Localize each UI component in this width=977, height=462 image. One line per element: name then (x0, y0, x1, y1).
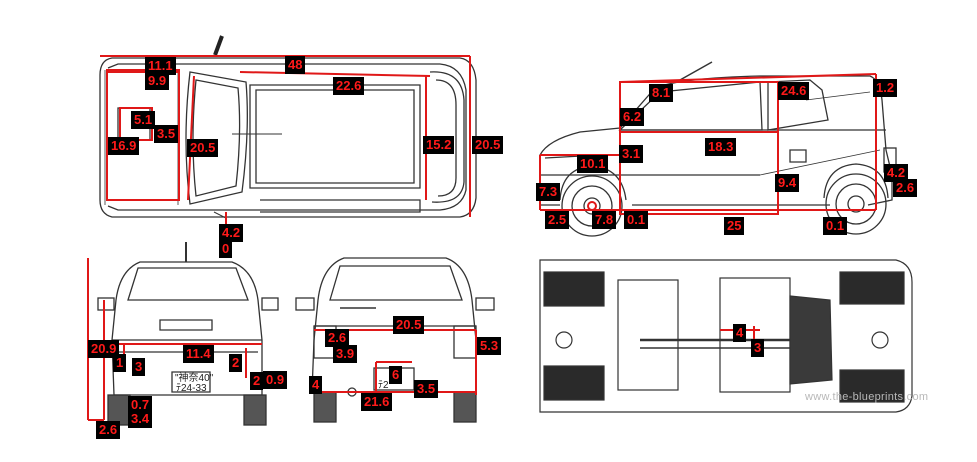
front-plate-fragment: ﾃ2 (378, 380, 389, 391)
dim-label: 2.6 (325, 329, 350, 347)
dim-label: 3.1 (619, 145, 644, 163)
dim-label: 3.5 (154, 125, 179, 143)
dim-label: 0.7 (128, 396, 153, 414)
dim-label: 20.5 (472, 136, 504, 154)
dim-label: 24.6 (778, 82, 810, 100)
dim-label: 9.9 (145, 72, 170, 90)
dim-label: 1.2 (873, 79, 898, 97)
dim-label: 8.1 (649, 84, 674, 102)
rear-plate-bottom: ﾃ24-33 (176, 383, 207, 394)
dim-label: 20.5 (187, 139, 219, 157)
rear-view-drawing (97, 242, 279, 426)
dim-label: 7.8 (592, 211, 617, 229)
watermark: www.the-blueprints.com (805, 391, 929, 403)
dim-label: 10.1 (577, 155, 609, 173)
dim-label: 15.2 (423, 136, 455, 154)
dim-label: 3 (132, 358, 146, 376)
rear-plate-top: "神奈40" (175, 371, 214, 384)
dim-label: 0 (219, 240, 233, 258)
dim-label: 48 (285, 56, 306, 74)
dim-label: 4.2 (219, 224, 244, 242)
dim-label: 3 (751, 339, 765, 357)
dim-label: 2 (229, 354, 243, 372)
dim-label: 11.4 (183, 345, 214, 363)
dim-label: 11.1 (145, 57, 176, 75)
dim-label: 20.9 (88, 340, 120, 358)
dim-label: 9.4 (775, 174, 800, 192)
dim-label: 18.3 (705, 138, 737, 156)
dim-label: 25 (724, 217, 745, 235)
dim-label: 1 (113, 354, 127, 372)
dim-label: 2.6 (893, 179, 918, 197)
dim-label: 7.3 (536, 183, 561, 201)
dim-label: 3.4 (128, 410, 153, 428)
dim-label: 2.6 (96, 421, 121, 439)
dim-label: 5.1 (131, 111, 156, 129)
dim-label: 0.1 (823, 217, 848, 235)
dim-label: 0.1 (624, 211, 649, 229)
dim-label: 0.9 (263, 371, 288, 389)
dim-label: 16.9 (108, 137, 140, 155)
dim-label: 6.2 (620, 108, 645, 126)
bottom-view-drawing (539, 259, 913, 413)
dim-label: 6 (389, 366, 403, 384)
dim-label: 4.2 (884, 164, 909, 182)
dim-label: 2.5 (545, 211, 570, 229)
dim-label: 4 (733, 324, 747, 342)
dim-label: 20.5 (393, 316, 425, 334)
dim-label: 22.6 (333, 77, 365, 95)
dim-label: 3.5 (414, 380, 439, 398)
front-view-drawing (295, 257, 495, 423)
dim-label: 4 (309, 376, 323, 394)
dim-label: 2 (250, 372, 264, 390)
dim-label: 3.9 (333, 345, 358, 363)
dim-label: 21.6 (361, 393, 393, 411)
dim-label: 5.3 (477, 337, 502, 355)
